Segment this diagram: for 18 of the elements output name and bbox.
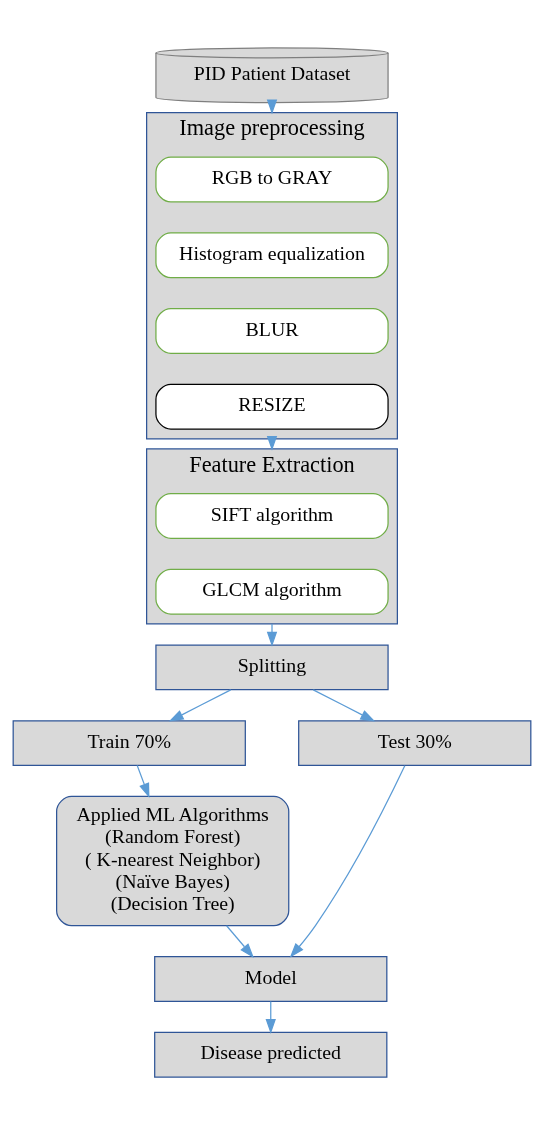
node-box: Applied ML Algorithms (Random Forest) ( K-nearest Neighbor) (Naïve Bayes) (Decision Tree)	[56, 795, 290, 926]
node-box: Disease predicted	[154, 1031, 388, 1078]
node-box: GLCM algorithm	[155, 568, 389, 615]
node-box: Splitting	[155, 643, 389, 690]
node-box: RESIZE	[155, 383, 389, 430]
arrow	[266, 622, 278, 647]
node-box: Histogram equalization	[155, 231, 389, 278]
node-box: SIFT algorithm	[155, 492, 389, 539]
node-box: Model	[154, 955, 388, 1002]
arrow	[312, 688, 376, 722]
node-box: Test 30%	[298, 719, 532, 766]
arrow	[168, 688, 232, 722]
arrow	[136, 764, 150, 798]
node-box: BLUR	[155, 307, 389, 354]
node-box: RGB to GRAY	[155, 156, 389, 202]
arrow	[289, 764, 406, 958]
arrow	[226, 924, 254, 958]
node-box: Train 70%	[12, 719, 246, 766]
